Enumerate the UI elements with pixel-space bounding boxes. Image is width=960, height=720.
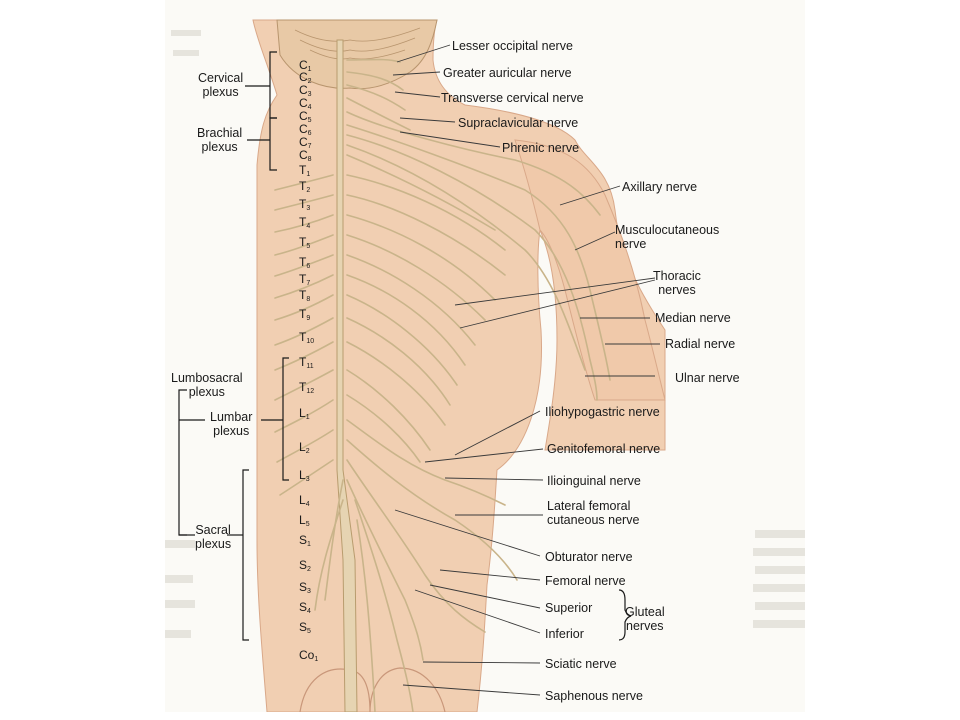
label-cervical-plexus: Cervical plexus [198,71,244,99]
segment-label: L5 [299,513,310,528]
spinal-nerves-figure: Lesser occipital nerve Greater auricular… [165,0,805,712]
segment-label: T5 [299,235,311,250]
label-lateral-femoral-cutaneous: Lateral femoral cutaneous nerve [547,499,640,527]
arm [514,139,666,401]
label-sacral-plexus: Sacral plexus [195,523,232,551]
label-genitofemoral: Genitofemoral nerve [547,442,661,456]
segment-label: S2 [299,558,311,573]
spinal-cord [336,39,358,712]
label-thoracic: Thoracic nerves [653,269,701,297]
segment-label: C7 [299,135,312,150]
segment-label: Co1 [299,648,319,663]
background-page-texture [165,30,805,638]
label-median: Median nerve [655,311,731,325]
label-iliohypogastric: Iliohypogastric nerve [545,405,660,419]
segment-label: T2 [299,179,311,194]
plexus-brackets [178,51,632,641]
segment-label: T3 [299,197,311,212]
segment-label: S1 [299,533,311,548]
segment-label: T12 [299,380,315,395]
segment-label: S5 [299,620,311,635]
segment-label: T4 [299,215,311,230]
label-ilioinguinal: Ilioinguinal nerve [547,474,641,488]
segment-label: T1 [299,163,311,178]
segment-label: T10 [299,330,315,345]
segment-label: T9 [299,307,311,322]
segment-label: S3 [299,580,311,595]
label-saphenous: Saphenous nerve [545,689,643,703]
segment-label: C2 [299,70,312,85]
label-superior-gluteal: Superior [545,601,593,615]
label-musculocutaneous: Musculocutaneous nerve [615,223,720,251]
label-lumbar-plexus: Lumbar plexus [210,410,253,438]
segment-label: L4 [299,493,310,508]
segment-label: T6 [299,255,311,270]
nerve-branches [274,58,611,712]
segment-label: T7 [299,272,311,287]
segment-label: C6 [299,122,312,137]
label-inferior-gluteal: Inferior [545,627,584,641]
segment-label: T11 [299,355,314,370]
segment-label: S4 [299,600,311,615]
label-gluteal-nerves: Gluteal nerves [625,605,665,633]
label-brachial-plexus: Brachial plexus [197,126,243,154]
label-sciatic: Sciatic nerve [545,657,617,671]
label-phrenic: Phrenic nerve [502,141,580,155]
anatomy-drawing [165,19,805,712]
label-femoral: Femoral nerve [545,574,626,588]
label-lesser-occipital: Lesser occipital nerve [452,39,573,53]
segment-label: C1 [299,58,312,73]
segment-label: C3 [299,83,312,98]
segment-label: C4 [299,96,312,111]
segment-label: C8 [299,148,312,163]
head-section [276,19,438,90]
label-radial: Radial nerve [665,337,736,351]
segment-label: C5 [299,109,312,124]
label-ulnar: Ulnar nerve [675,371,740,385]
segment-label: L2 [299,440,310,455]
leader-lines [392,44,660,696]
cerebellum-folds [294,27,421,60]
label-axillary: Axillary nerve [622,180,698,194]
label-supraclavicular: Supraclavicular nerve [458,116,579,130]
segment-label: L1 [299,406,310,421]
segment-label: L3 [299,468,310,483]
label-obturator: Obturator nerve [545,550,633,564]
label-transverse-cervical: Transverse cervical nerve [441,91,584,105]
label-greater-auricular: Greater auricular nerve [443,66,572,80]
segment-label: T8 [299,288,311,303]
label-lumbosacral-plexus: Lumbosacral plexus [171,371,243,399]
